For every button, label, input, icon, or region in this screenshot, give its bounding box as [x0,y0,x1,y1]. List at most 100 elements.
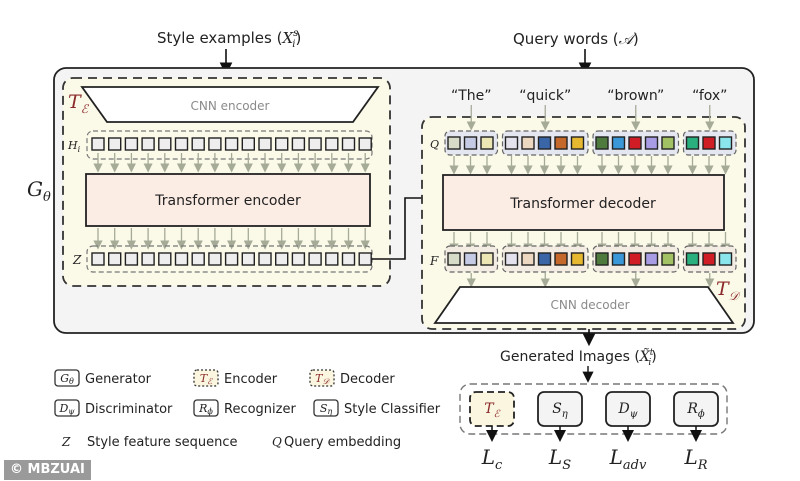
f-token [661,252,675,266]
query-embedding-groups [444,130,737,156]
cnn-decoder-label: CNN decoder [550,298,629,312]
query-token [685,136,700,150]
q-to-transformer-arrows [449,156,731,175]
loss-modules-group [459,383,728,435]
f-token [521,252,535,266]
query-words-label: Query words (𝒜) [513,30,639,48]
decoder-symbol: T𝒟 [716,278,741,303]
f-token [504,252,519,266]
f-token [718,252,733,266]
legend-label: Generator [85,372,152,387]
legend-symbol: T𝒟 [315,372,330,386]
legend-symbol: Q [272,435,282,449]
z-token [208,252,222,266]
legend-symbol: Rϕ [198,402,213,416]
query-word-label: “The” [451,88,492,104]
z-token [107,252,122,266]
f-feature-groups [444,245,737,273]
query-word-label: “fox” [692,88,727,104]
h-token [91,137,105,151]
h-token [341,137,356,151]
f-token [628,252,642,266]
f-token [595,252,609,266]
f-to-cnn-arrows [466,273,715,288]
query-word-label: “brown” [607,88,664,104]
legend-label: Style feature sequence [87,435,238,450]
query-token [661,136,675,150]
legend-symbol-box [54,399,80,417]
query-token [554,136,568,150]
loss-module-symbol: Tℰ [484,401,500,420]
h-token [208,137,222,151]
transformer-encoder [85,173,371,227]
z-token [341,252,356,266]
cnn-encoder [80,86,380,123]
legend-label: Decoder [340,372,395,387]
h-token [275,137,289,151]
z-token [141,252,155,266]
loss-label: LR [683,445,707,473]
h-token [325,137,339,151]
legend-label: Recognizer [224,402,296,417]
query-token [628,136,642,150]
transformer-to-z-arrows [93,228,370,250]
f-token [463,252,478,266]
legend-symbol: Sη [320,402,333,416]
f-token [447,252,461,266]
z-token [91,252,105,266]
loss-label: Lc [481,445,503,473]
h-token [258,137,272,151]
watermark: © MBZUAI [4,460,91,480]
query-token [570,136,585,150]
f-token [570,252,585,266]
query-token [644,136,659,150]
transformer-decoder-label: Transformer decoder [509,196,656,212]
legend-symbol: Z [61,435,71,449]
z-token [174,252,189,266]
h-sequence-group [86,130,373,160]
z-token [275,252,289,266]
loss-module-symbol: Dψ [617,401,637,420]
h-token [358,137,372,151]
cnn-encoder-label: CNN encoder [190,99,269,113]
z-token [241,252,256,266]
legend-symbol: Gθ [60,372,74,386]
legend-label: Encoder [224,372,278,387]
f-token [537,252,552,266]
query-word-labels: “The”“quick”“brown”“fox” [451,88,727,131]
z-token [158,252,172,266]
f-token [480,252,494,266]
f-token [702,252,716,266]
h-to-transformer-arrows [93,153,370,173]
query-token [521,136,535,150]
z-token [358,252,372,266]
query-token [611,136,626,150]
legend-label: Discriminator [85,402,173,417]
h-token [241,137,256,151]
transformer-decoder [442,174,725,231]
legend-symbol-box [313,399,339,417]
z-token [224,252,239,266]
z-token [191,252,205,266]
loss-module-symbol: Rϕ [686,401,705,420]
legend-symbol-box [54,369,80,387]
query-token [537,136,552,150]
z-label: Z [72,253,82,267]
h-token [174,137,189,151]
f-token [554,252,568,266]
f-token [685,252,700,266]
legend-label: Query embedding [284,435,401,450]
z-token [325,252,339,266]
f-token [644,252,659,266]
h-token [308,137,322,151]
generator-symbol: Gθ [27,177,51,205]
query-token [463,136,478,150]
legend-symbol: Dψ [58,402,75,416]
query-token [595,136,609,150]
f-label: F [429,254,439,268]
